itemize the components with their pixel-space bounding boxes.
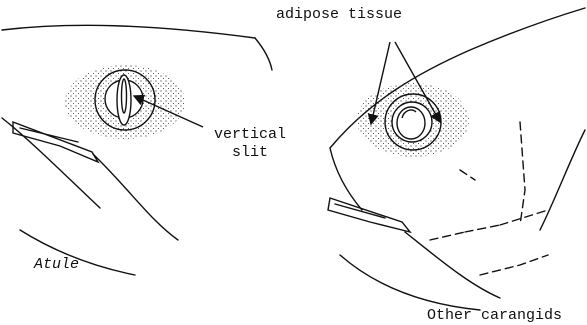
carangid-lower-jaw (328, 198, 410, 232)
carangid-snout-outline (330, 148, 362, 210)
carangid-operculum-dashes (430, 210, 548, 240)
atule-eye (65, 65, 185, 139)
atule-throat-line (93, 154, 178, 240)
carangid-head (328, 8, 585, 310)
vertical-slit-label-line2: slit (205, 144, 295, 162)
atule-snout-outline (2, 118, 100, 208)
vertical-slit-label: vertical slit (205, 126, 295, 162)
carangid-belly-line (340, 255, 480, 310)
carangid-lower-dashes (480, 255, 548, 275)
carangid-rear-outline (540, 130, 585, 230)
atule-rear-outline (255, 38, 272, 70)
atule-pupil-slit (117, 75, 131, 125)
atule-caption: Atule (34, 256, 79, 274)
carangid-preopercle-dashes (460, 122, 525, 225)
vertical-slit-label-line1: vertical (205, 126, 295, 144)
other-carangids-caption: Other carangids (427, 307, 562, 325)
carangid-pupil (397, 107, 425, 139)
atule-mouth-line (20, 128, 78, 142)
atule-dorsal-outline (2, 25, 255, 38)
carangid-throat-line (405, 232, 500, 298)
adipose-tissue-label: adipose tissue (276, 6, 402, 24)
carangid-eye (357, 83, 469, 157)
carangid-mouth-line (335, 204, 385, 218)
